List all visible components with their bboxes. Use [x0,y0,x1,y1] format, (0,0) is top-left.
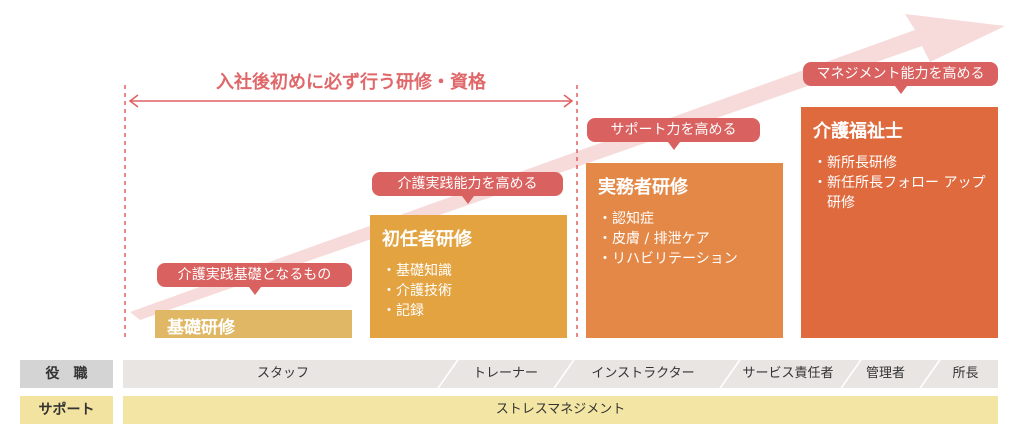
stage-item: 皮膚 / 排泄ケア [598,229,771,249]
support-value: ストレスマネジメント [495,402,626,417]
role-item: 所長 [952,366,979,381]
stage-bubble: 介護実践能力を高める [372,172,563,204]
stage-box-basic: 基礎研修 [155,310,352,338]
stage-item: 新所長研修 [813,153,986,173]
role-item: スタッフ [256,366,309,381]
role-item: サービス責任者 [742,366,834,381]
stage-bubble: 介護実践基礎となるもの [157,263,352,295]
double-arrow [128,94,574,108]
support-bar: ストレスマネジメント [123,396,998,424]
stage-title: 介護福祉士 [813,121,903,142]
support-label: サポート [20,396,113,424]
stage-title: 基礎研修 [167,318,235,338]
stage-title: 初任者研修 [382,229,472,250]
stage-box-practitioner: 実務者研修 認知症皮膚 / 排泄ケアリハビリテーション [586,163,783,338]
stage-box-care-worker: 介護福祉士 新所長研修新任所長フォロー アップ研修 [801,107,998,338]
stage-item: 認知症 [598,209,771,229]
stage-box-initial: 初任者研修 基礎知識介護技術記録 [370,215,567,338]
role-item: トレーナー [472,366,538,381]
stage-title: 実務者研修 [598,177,688,198]
stage-bubble: マネジメント能力を高める [803,62,998,94]
role-item: 管理者 [865,366,905,381]
section-title: 入社後初めに必ず行う研修・資格 [216,72,486,93]
stage-item: 介護技術 [382,281,555,301]
roles-label: 役 職 [20,360,113,388]
stage-item: 基礎知識 [382,261,555,281]
stage-item: 新任所長フォロー アップ研修 [813,173,986,213]
stage-bubble: サポート力を高める [587,118,760,150]
role-item: インストラクター [591,366,695,381]
stage-item: 記録 [382,301,555,321]
stage-item: リハビリテーション [598,249,771,269]
roles-bar: スタッフ トレーナー インストラクター サービス責任者 管理者 所長 [123,360,998,388]
